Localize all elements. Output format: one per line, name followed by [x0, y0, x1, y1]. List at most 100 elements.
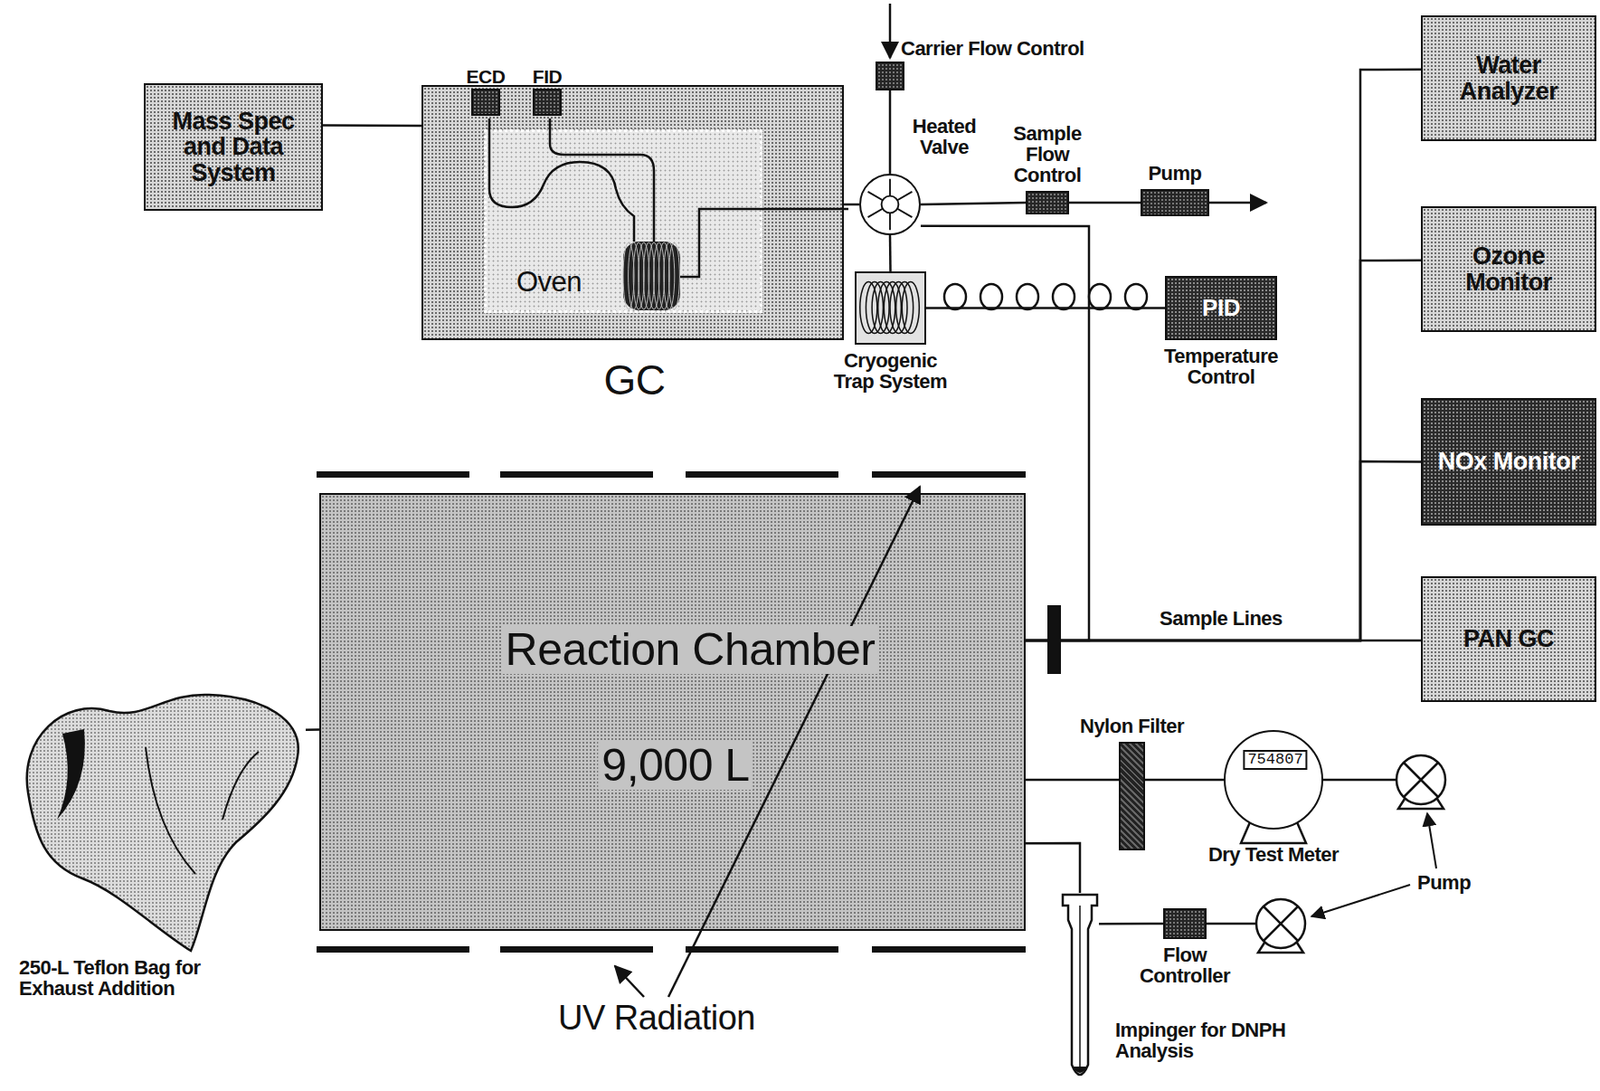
nylon-filter: Nylon Filter [1118, 741, 1146, 851]
sample-line [843, 203, 860, 207]
monitor-box: NOx Monitor [1420, 397, 1597, 526]
transfer-coil [944, 284, 1147, 310]
gc-housing: GCECDFIDOven [421, 85, 844, 341]
leader-line [1427, 813, 1437, 869]
sample-line [1145, 778, 1224, 782]
node-label: 9,000 L [597, 741, 753, 790]
node-label: Carrier Flow Control [900, 37, 1085, 59]
uv-lamp [316, 946, 470, 953]
six-port-valve [861, 175, 919, 234]
uv-lamp [685, 471, 839, 478]
radiation-label: UV Radiation [556, 1000, 758, 1037]
node-label: PAN GC [1463, 625, 1554, 652]
node-label: Mass Spec and Data System [151, 108, 316, 186]
sample-line [305, 728, 320, 731]
valve-rotor [881, 196, 900, 214]
node-label: 754807 [1242, 749, 1307, 770]
trap-coil [856, 273, 925, 343]
node-label: Heated Valve [902, 115, 986, 158]
pump-cross [1263, 906, 1298, 941]
instrument-box: Mass Spec and Data System [143, 83, 323, 211]
node-label: Cryogenic Trap System [823, 350, 959, 392]
node-label: Impinger for DNPH Analysis [1115, 1019, 1297, 1061]
node-label: Dry Test Meter [1208, 843, 1339, 865]
oven-region: Oven [483, 129, 763, 313]
reaction-chamber: Reaction Chamber 9,000 L [319, 492, 1026, 931]
impinger-tube [1060, 892, 1099, 1087]
pump-label: Pump [1415, 871, 1473, 893]
bag-fold [56, 728, 86, 820]
uv-lamp [871, 946, 1026, 953]
pump-body [1396, 755, 1446, 805]
detector-block: ECD [471, 88, 501, 116]
uv-lamp [500, 946, 654, 953]
node-label: NOx Monitor [1438, 448, 1581, 474]
node-label: ECD [466, 66, 506, 87]
flow-control-box: Sample Flow Control [1025, 190, 1070, 215]
coil-winding [668, 242, 680, 310]
impinger-outline [1062, 894, 1098, 1075]
leader-line [1311, 884, 1411, 917]
pid-box: PIDTemperature Control [1164, 275, 1278, 341]
bag-crease [222, 751, 259, 820]
detector-block: FID [532, 88, 562, 116]
sample-line [322, 123, 422, 127]
uv-pointer-illustration [321, 494, 1024, 929]
sample-port [1047, 605, 1061, 674]
line-label: Sample Lines [1157, 607, 1285, 629]
node-label: Pump [1147, 162, 1202, 184]
node-label: Flow Controller [1126, 944, 1244, 986]
node-label: GC [423, 358, 846, 402]
pump-box: Pump [1140, 189, 1210, 217]
teflon-bag: 250-L Teflon Bag for Exhaust Addition [9, 683, 306, 955]
sample-line [1098, 922, 1164, 926]
column-coil [623, 241, 681, 311]
uv-lamp [316, 471, 470, 478]
coil-loop [980, 284, 1003, 310]
bag-outline [27, 694, 299, 951]
dry-test-meter: 754807Dry Test Meter [1223, 729, 1324, 830]
bag-crease [145, 747, 196, 874]
coil-loop [944, 284, 966, 310]
uv-lamp [871, 471, 1026, 478]
pump-cross [1403, 762, 1439, 797]
uv-lamp [500, 471, 654, 478]
sample-line [920, 202, 1026, 205]
trap-winding [901, 282, 919, 334]
pump-symbol [1256, 899, 1306, 953]
coil-body [623, 241, 681, 311]
monitor-box: PAN GC [1420, 576, 1597, 702]
cryogenic-trap: Cryogenic Trap System [854, 271, 927, 345]
node-label: Temperature Control [1144, 345, 1298, 388]
ecd-line [489, 118, 635, 242]
node-label: Oven [499, 267, 599, 298]
carrier-inlet-arrow [889, 3, 892, 58]
sample-line [889, 90, 892, 174]
pump-line [1323, 778, 1397, 782]
node-label: Sample Flow Control [1002, 123, 1093, 186]
uv-lamp [685, 946, 839, 953]
pump-body [1256, 899, 1306, 948]
node-label: 250-L Teflon Bag for Exhaust Addition [18, 956, 264, 999]
sample-line [1025, 842, 1080, 893]
node-label: Nylon Filter [1079, 715, 1184, 737]
pump-symbol [1396, 755, 1446, 809]
sample-line [1069, 201, 1141, 205]
fid-line [549, 118, 654, 242]
uv-pointer [615, 965, 644, 997]
sample-line [889, 235, 892, 272]
coil-loop [1016, 284, 1039, 310]
node-label: Reaction Chamber [501, 625, 880, 674]
flow-control-box: Carrier Flow Control [875, 61, 905, 91]
sample-line [1025, 461, 1421, 641]
coil-loop [1052, 284, 1075, 310]
sample-line [1025, 639, 1421, 643]
monitor-box: Ozone Monitor [1420, 206, 1597, 332]
node-label: FID [532, 66, 562, 87]
node-label: Ozone Monitor [1428, 243, 1590, 295]
sample-line [1025, 69, 1421, 641]
pump-line [1206, 922, 1257, 926]
coil-loop [1088, 284, 1111, 310]
column-inlet [678, 208, 849, 277]
